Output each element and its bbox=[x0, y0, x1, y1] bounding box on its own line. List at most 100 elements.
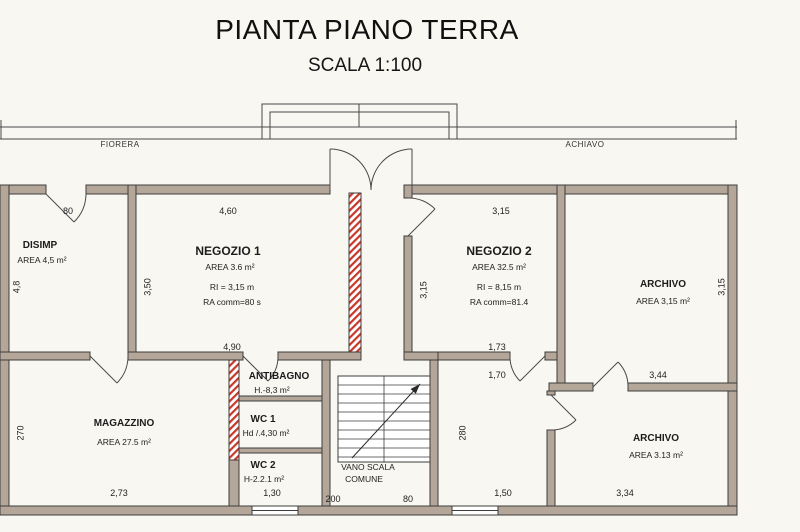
facade-label-achiavo: ACHIAVO bbox=[565, 140, 605, 149]
dim-wc-width: 1,30 bbox=[263, 488, 281, 498]
room-ra-negozio2: RA comm=81.4 bbox=[469, 297, 529, 307]
facade-band bbox=[0, 120, 737, 140]
wall-segment bbox=[548, 382, 594, 392]
wall-segment bbox=[497, 505, 738, 516]
wall-segment bbox=[437, 351, 511, 361]
dim-magazzino-width: 2,73 bbox=[110, 488, 128, 498]
room-label-archivio-top: ARCHIVO bbox=[639, 279, 687, 290]
door-leaf bbox=[592, 361, 619, 388]
wall-segment bbox=[0, 184, 47, 195]
wall-segment bbox=[228, 459, 240, 507]
dim-archivio-bottom-width: 3,34 bbox=[616, 488, 634, 498]
wall-segment bbox=[429, 359, 439, 507]
room-area-negozio2: AREA 32.5 m² bbox=[472, 262, 526, 272]
windows bbox=[251, 505, 499, 516]
door-arc bbox=[329, 148, 372, 191]
room-area-archivio-bottom: AREA 3.13 m² bbox=[629, 450, 683, 460]
door-arc bbox=[617, 361, 629, 388]
wall-segment bbox=[411, 184, 738, 195]
room-ri-negozio1: RI = 3,15 m bbox=[209, 282, 255, 292]
dim-corridor-top-width: 1,70 bbox=[488, 370, 506, 380]
dim-archivio-top-width: 3,44 bbox=[649, 370, 667, 380]
door-arc bbox=[509, 355, 521, 382]
door-arc bbox=[267, 355, 279, 382]
interior-walls bbox=[0, 184, 738, 507]
door-arc bbox=[550, 419, 577, 431]
dim-negozio2-width-top: 3,15 bbox=[492, 206, 510, 216]
door-swings bbox=[45, 148, 629, 431]
room-label-disimp: DISIMP bbox=[22, 240, 58, 251]
room-area-wc1: Hd /.4,30 m² bbox=[242, 428, 290, 438]
room-label-antibagno: ANTIBAGNO bbox=[248, 371, 310, 382]
wall-partition bbox=[237, 395, 323, 402]
stair-direction-arrow bbox=[351, 383, 421, 459]
door-leaf bbox=[519, 355, 546, 382]
hatched-wall bbox=[348, 192, 362, 353]
dim-stair-width-right: 80 bbox=[402, 494, 414, 504]
dim-negozio1-height: 3,50 bbox=[142, 278, 153, 296]
dim-archivio-top-height: 3,15 bbox=[716, 278, 727, 296]
room-ra-negozio1: RA comm=80 s bbox=[203, 297, 261, 307]
dim-corridor-width-bottom: 1,50 bbox=[494, 488, 512, 498]
entrance-porch bbox=[261, 103, 458, 139]
wall-partition bbox=[237, 447, 323, 454]
wall-segment bbox=[297, 505, 453, 516]
door-leaf bbox=[89, 355, 118, 384]
dim-corridor-height: 280 bbox=[457, 425, 468, 441]
wall-segment bbox=[403, 351, 439, 361]
wall-segment bbox=[127, 184, 137, 361]
room-label-wc1: WC 1 bbox=[250, 414, 276, 425]
dim-disimp-height: 4,8 bbox=[11, 280, 22, 294]
room-area-wc2: H-2.2.1 m² bbox=[243, 474, 285, 484]
door-arc bbox=[407, 197, 436, 210]
wall-segment bbox=[321, 359, 331, 507]
dim-disimp-door: 80 bbox=[62, 206, 74, 216]
door-leaf bbox=[550, 394, 577, 421]
room-area-negozio1: AREA 3.6 m² bbox=[205, 262, 255, 272]
dim-negozio1-width-top: 4,60 bbox=[219, 206, 237, 216]
door-leaf bbox=[407, 208, 436, 237]
door-arc bbox=[73, 193, 87, 223]
wall-segment bbox=[127, 351, 244, 361]
dim-negozio2-width-bottom: 1,73 bbox=[488, 342, 506, 352]
new-masonry-hatch bbox=[228, 192, 362, 461]
wall-segment bbox=[546, 429, 556, 507]
room-label-wc2: WC 2 bbox=[250, 460, 276, 471]
door-leaf bbox=[45, 193, 75, 223]
facade-label-fiorera: FIORERA bbox=[100, 140, 140, 149]
room-label-archivio-bottom: ARCHIVO bbox=[632, 433, 680, 444]
wall-segment bbox=[85, 184, 331, 195]
hatched-wall bbox=[228, 359, 240, 461]
wall-segment bbox=[0, 184, 10, 516]
room-ri-negozio2: RI = 8,15 m bbox=[476, 282, 522, 292]
stair-treads bbox=[338, 376, 430, 462]
drawing-title: PIANTA PIANO TERRA bbox=[215, 14, 519, 45]
wall-segment bbox=[627, 382, 738, 392]
room-label-negozio1: NEGOZIO 1 bbox=[195, 244, 261, 258]
door-arc bbox=[116, 355, 129, 384]
wall-segment bbox=[556, 184, 566, 392]
door-arc bbox=[370, 148, 413, 191]
stairs bbox=[337, 375, 431, 463]
room-area-disimp: AREA 4,5 m² bbox=[17, 255, 67, 265]
wall-segment bbox=[546, 390, 556, 396]
room-area-magazzino: AREA 27.5 m² bbox=[97, 437, 151, 447]
room-label-comune: COMUNE bbox=[345, 474, 383, 484]
dim-negozio2-height: 3,15 bbox=[418, 281, 429, 299]
dim-negozio1-width-bottom: 4,90 bbox=[223, 342, 241, 352]
wall-segment bbox=[277, 351, 362, 361]
wall-segment bbox=[727, 184, 738, 516]
drawing-scale: SCALA 1:100 bbox=[307, 55, 423, 76]
wall-segment bbox=[403, 235, 413, 353]
wall-segment bbox=[0, 351, 91, 361]
room-label-magazzino: MAGAZZINO bbox=[93, 418, 155, 429]
room-label-negozio2: NEGOZIO 2 bbox=[466, 244, 532, 258]
dim-stair-width-left: 200 bbox=[325, 494, 341, 504]
dim-magazzino-height: 270 bbox=[15, 425, 26, 441]
outer-walls bbox=[0, 184, 738, 516]
door-leaf bbox=[242, 355, 269, 382]
stair-arrow-head bbox=[410, 384, 420, 394]
room-area-antibagno: H.-8,3 m² bbox=[254, 385, 290, 395]
